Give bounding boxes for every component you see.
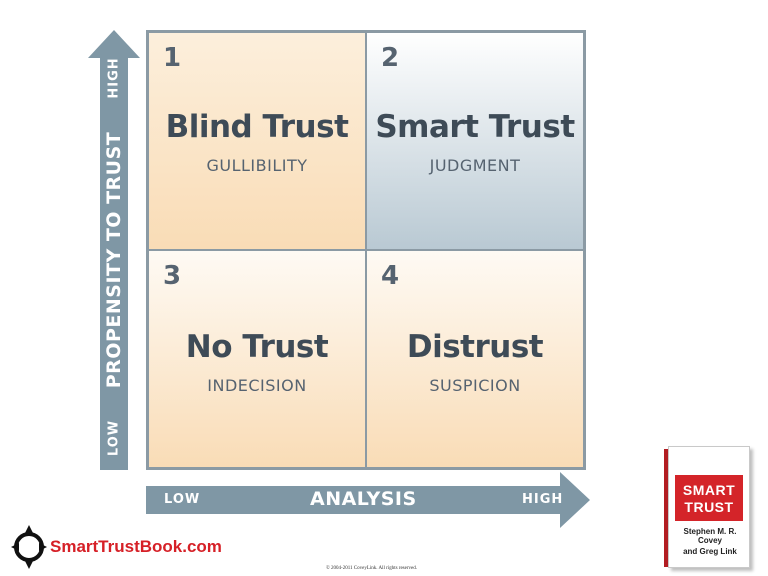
quadrant-title: Distrust bbox=[406, 329, 544, 365]
quadrant-subtitle: SUSPICION bbox=[429, 376, 521, 395]
quadrant-number: 1 bbox=[163, 43, 182, 73]
book-title-box: SMART TRUST bbox=[675, 475, 743, 521]
copyright-notice: © 2004-2011 CoveyLink. All rights reserv… bbox=[326, 566, 417, 571]
quadrant-title: Smart Trust bbox=[375, 109, 575, 145]
book-cover: SMART TRUST Stephen M. R. Covey and Greg… bbox=[668, 446, 750, 568]
quadrant-blind-trust: 1 Blind Trust GULLIBILITY bbox=[148, 32, 366, 250]
quadrant-title: Blind Trust bbox=[165, 109, 349, 145]
quadrant-no-trust: 3 No Trust INDECISION bbox=[148, 250, 366, 468]
book-title-line2: TRUST bbox=[684, 499, 734, 515]
quadrant-number: 4 bbox=[381, 261, 400, 291]
book-cover-image: SMART TRUST Stephen M. R. Covey and Greg… bbox=[664, 446, 756, 570]
quadrant-title: No Trust bbox=[185, 329, 329, 365]
y-axis-title: PROPENSITY TO TRUST bbox=[103, 131, 125, 389]
y-axis-high-label: HIGH bbox=[106, 57, 122, 99]
quadrant-subtitle: JUDGMENT bbox=[429, 156, 521, 175]
book-spine bbox=[664, 449, 669, 567]
quadrant-smart-trust: 2 Smart Trust JUDGMENT bbox=[366, 32, 584, 250]
x-axis-high-label: HIGH bbox=[522, 492, 564, 507]
quadrant-subtitle: INDECISION bbox=[207, 376, 307, 395]
y-axis-low-label: LOW bbox=[106, 419, 122, 457]
quadrant-number: 3 bbox=[163, 261, 182, 291]
quadrant-number: 2 bbox=[381, 43, 400, 73]
analysis-arrow bbox=[146, 472, 590, 528]
trust-matrix: 1 Blind Trust GULLIBILITY 2 Smart Trust … bbox=[146, 30, 586, 470]
propensity-arrow bbox=[88, 30, 140, 470]
book-author-2: and Greg Link bbox=[683, 547, 737, 556]
x-axis-title: ANALYSIS bbox=[310, 488, 417, 510]
y-axis-labels: HIGH PROPENSITY TO TRUST LOW bbox=[100, 57, 128, 460]
quadrant-subtitle: GULLIBILITY bbox=[206, 156, 308, 175]
quadrant-distrust: 4 Distrust SUSPICION bbox=[366, 250, 584, 468]
target-logo-icon bbox=[11, 525, 47, 569]
book-author-1: Stephen M. R. Covey bbox=[683, 527, 737, 545]
book-title-line1: SMART bbox=[682, 482, 736, 498]
x-axis-low-label: LOW bbox=[164, 492, 201, 507]
website-link[interactable]: SmartTrustBook.com bbox=[50, 537, 222, 556]
